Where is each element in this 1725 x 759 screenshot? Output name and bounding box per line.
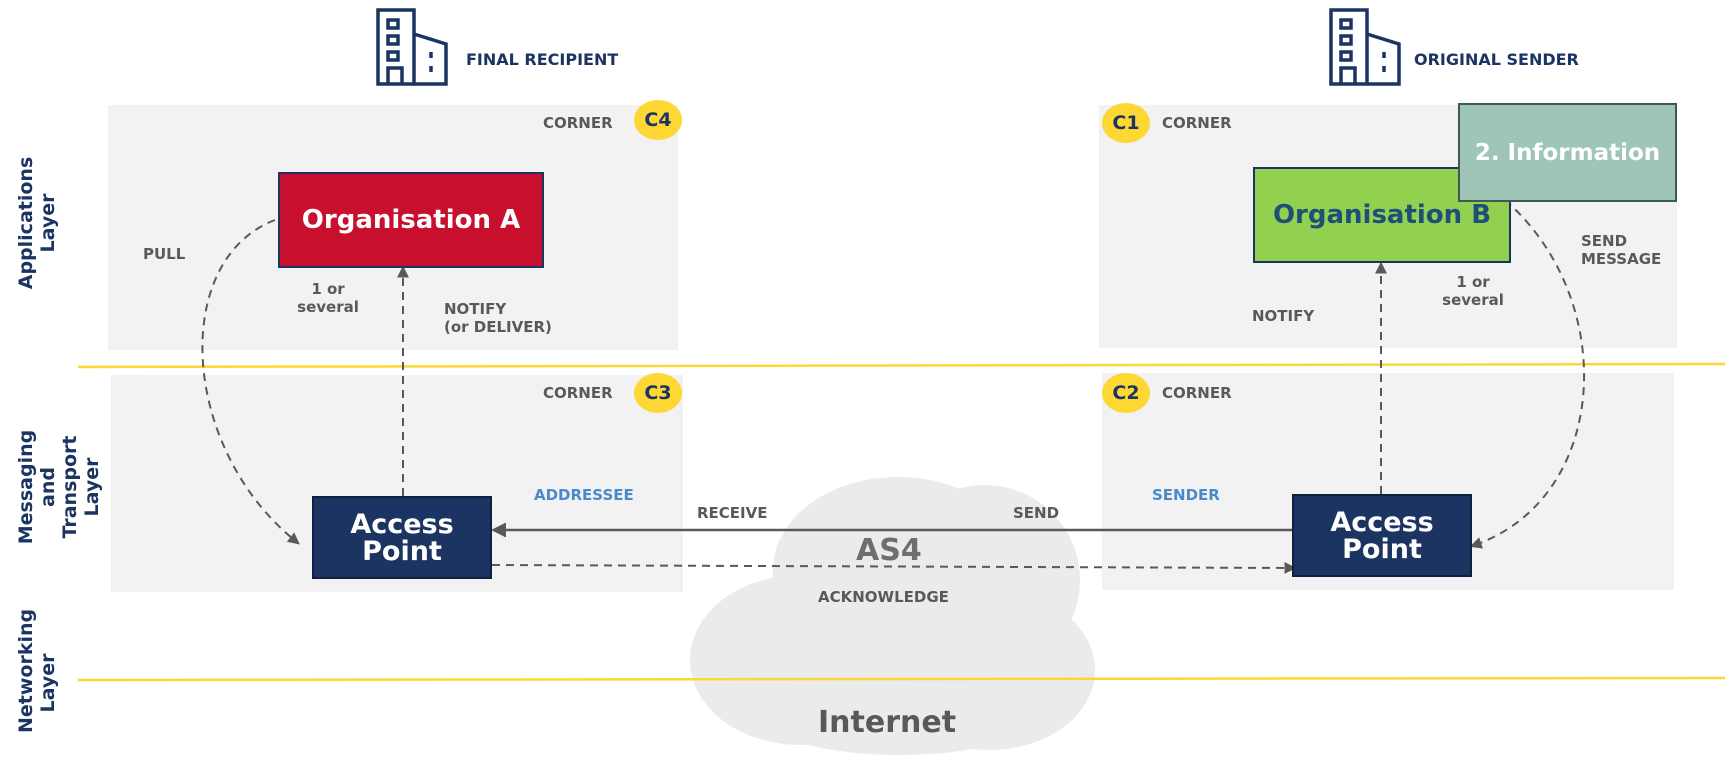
organisation-a: Organisation A bbox=[278, 172, 544, 268]
corner-c1-label: CORNER bbox=[1162, 114, 1232, 132]
layer-separator-bottom bbox=[77, 676, 1725, 682]
send-message-label: SEND MESSAGE bbox=[1581, 232, 1662, 268]
layer-label-messaging: Messaging and Transport Layer bbox=[15, 429, 103, 545]
sender-label: SENDER bbox=[1152, 486, 1220, 504]
receive-label: RECEIVE bbox=[697, 504, 768, 522]
as4-protocol-label: AS4 bbox=[856, 533, 922, 568]
layer-label-applications: Applications Layer bbox=[15, 156, 59, 290]
building-icon bbox=[1329, 8, 1401, 86]
multiplicity-left: 1 or several bbox=[297, 280, 359, 316]
corner-c2-label: CORNER bbox=[1162, 384, 1232, 402]
information-box: 2. Information bbox=[1458, 103, 1677, 202]
addressee-label: ADDRESSEE bbox=[534, 486, 634, 504]
access-point-right: Access Point bbox=[1292, 494, 1472, 577]
original-sender-label: ORIGINAL SENDER bbox=[1414, 50, 1579, 69]
internet-label: Internet bbox=[818, 705, 957, 740]
corner-c4-label: CORNER bbox=[543, 114, 613, 132]
layer-label-networking: Networking Layer bbox=[15, 608, 59, 733]
multiplicity-right: 1 or several bbox=[1442, 273, 1504, 309]
building-icon bbox=[376, 8, 448, 86]
corner-c1-badge: C1 bbox=[1102, 103, 1150, 143]
corner-c3-badge: C3 bbox=[634, 373, 682, 413]
notify-right-label: NOTIFY bbox=[1252, 307, 1315, 325]
corner-c3-label: CORNER bbox=[543, 384, 613, 402]
final-recipient-label: FINAL RECIPIENT bbox=[466, 50, 619, 69]
corner-c2-badge: C2 bbox=[1102, 373, 1150, 413]
acknowledge-label: ACKNOWLEDGE bbox=[818, 588, 949, 606]
corner-c4-badge: C4 bbox=[634, 100, 682, 140]
send-label: SEND bbox=[1013, 504, 1060, 522]
notify-deliver-label: NOTIFY (or DELIVER) bbox=[444, 300, 552, 336]
access-point-left: Access Point bbox=[312, 496, 492, 579]
pull-label: PULL bbox=[143, 245, 186, 263]
layer-separator-top bbox=[77, 362, 1725, 369]
